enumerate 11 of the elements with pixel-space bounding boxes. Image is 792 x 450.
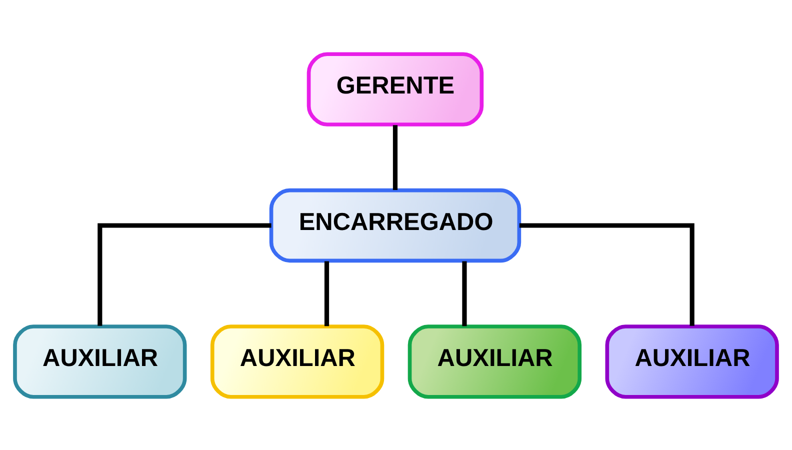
connector bbox=[462, 260, 467, 326]
connector bbox=[392, 124, 398, 190]
connector bbox=[324, 260, 330, 326]
node-box: ENCARREGADO bbox=[269, 188, 522, 262]
node-box: GERENTE bbox=[306, 52, 484, 126]
node-box: AUXILIAR bbox=[605, 324, 779, 398]
node-box: AUXILIAR bbox=[408, 324, 582, 398]
connector bbox=[98, 222, 272, 326]
node-box: AUXILIAR bbox=[210, 324, 384, 398]
connector bbox=[519, 222, 694, 326]
node-box: AUXILIAR bbox=[13, 324, 187, 398]
